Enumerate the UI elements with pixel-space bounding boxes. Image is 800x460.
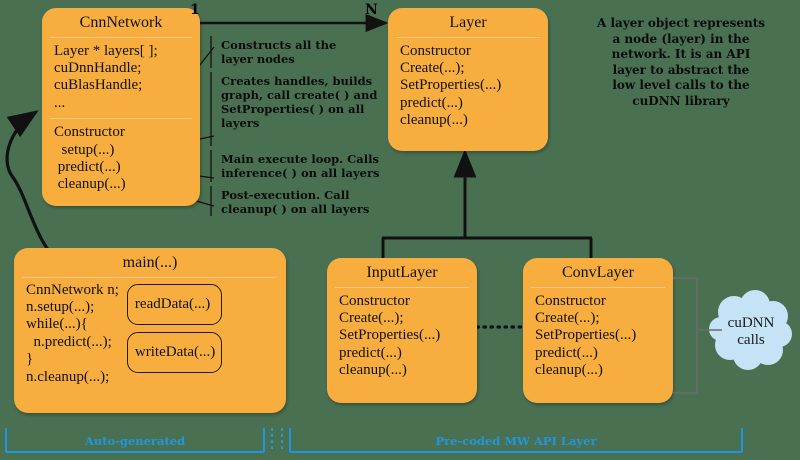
zone-label-pre-coded: Pre-coded MW API Layer [435, 434, 597, 448]
attribute-line: Layer * layers[ ]; [54, 42, 158, 59]
code-line: while(...){ [26, 316, 88, 333]
cloud-label-cudnn-calls: cuDNN calls [727, 315, 775, 348]
method-line: predict(...) [339, 344, 402, 361]
method-line: Create(...); [339, 309, 404, 326]
main-code-block: CnnNetwork n; n.setup(...); while(...){ … [26, 282, 119, 386]
method-line: Create(...); [400, 59, 465, 76]
class-methods-layer: Constructor Create(...); SetProperties(.… [388, 38, 548, 136]
class-separator [22, 276, 278, 278]
class-separator [531, 286, 665, 288]
class-box-main[interactable]: main(...) CnnNetwork n; n.setup(...); wh… [14, 248, 286, 413]
class-title-main: main(...) [122, 254, 178, 271]
class-box-cnnnetwork[interactable]: CnnNetwork Layer * layers[ ]; cuDnnHandl… [42, 8, 200, 206]
annotation-constructor: Constructs all the layer nodes [221, 38, 337, 67]
method-line: cleanup(...) [535, 362, 603, 379]
curved-edge-main-to-cnnnetwork [5, 110, 71, 274]
bracket-convlayer-to-cloud [673, 277, 722, 394]
class-separator [50, 118, 192, 120]
code-line: n.cleanup(...); [26, 368, 110, 385]
code-line: n.setup(...); [26, 298, 95, 315]
class-separator [396, 36, 540, 38]
class-separator [50, 36, 192, 38]
zone-bracket-pre-coded [281, 428, 743, 453]
cloud-shape-cudnn [709, 290, 792, 370]
method-line: setup(...) [54, 141, 115, 158]
method-line: predict(...) [400, 94, 463, 111]
class-title-inputlayer: InputLayer [366, 264, 438, 281]
annotation-cleanup: Post-execution. Call cleanup( ) on all l… [221, 188, 370, 217]
annotation-setup: Creates handles, builds graph, call crea… [221, 74, 378, 131]
method-line: predict(...) [54, 158, 121, 175]
annotation-predict: Main execute loop. Calls inference( ) on… [221, 152, 380, 181]
sub-box-readdata[interactable]: readData(...) [126, 283, 223, 325]
attribute-line: cuDnnHandle; [54, 59, 142, 76]
code-line: CnnNetwork n; [26, 281, 119, 298]
attribute-line: cuBlasHandle; [54, 77, 143, 94]
class-box-layer[interactable]: Layer Constructor Create(...); SetProper… [388, 8, 548, 151]
method-line: cleanup(...) [54, 176, 126, 193]
method-line: SetProperties(...) [339, 327, 441, 344]
class-title-convlayer: ConvLayer [562, 264, 634, 281]
method-line: SetProperties(...) [400, 77, 502, 94]
method-line: Constructor [535, 292, 606, 309]
method-line: predict(...) [535, 344, 598, 361]
class-box-convlayer[interactable]: ConvLayer Constructor Create(...); SetPr… [523, 258, 673, 403]
zone-bracket-auto-generated [5, 428, 273, 453]
method-line: cleanup(...) [400, 112, 468, 129]
class-methods-convlayer: Constructor Create(...); SetProperties(.… [523, 288, 673, 386]
method-line: Create(...); [535, 309, 600, 326]
annotation-layer-note: A layer object represents a node (layer)… [596, 16, 766, 108]
zone-label-auto-generated: Auto-generated [84, 434, 186, 448]
main-body: CnnNetwork n; n.setup(...); while(...){ … [14, 278, 286, 392]
method-line: Constructor [400, 42, 471, 59]
method-line: SetProperties(...) [535, 327, 637, 344]
class-title-layer: Layer [449, 14, 487, 31]
class-methods-inputlayer: Constructor Create(...); SetProperties(.… [327, 288, 477, 386]
class-box-inputlayer[interactable]: InputLayer Constructor Create(...); SetP… [327, 258, 477, 403]
multiplicity-source: 1 [190, 2, 200, 18]
method-line: cleanup(...) [339, 362, 407, 379]
method-line: Constructor [54, 124, 125, 141]
class-title-cnnnetwork: CnnNetwork [79, 14, 163, 31]
attribute-line: ... [54, 94, 66, 111]
code-line: } [26, 351, 34, 368]
method-line: Constructor [339, 292, 410, 309]
class-methods-cnnnetwork: Constructor setup(...) predict(...) clea… [42, 119, 200, 200]
sub-box-writedata[interactable]: writeData(...) [126, 331, 223, 374]
class-attributes-cnnnetwork: Layer * layers[ ]; cuDnnHandle; cuBlasHa… [42, 38, 200, 119]
code-line: n.predict(...); [26, 333, 112, 350]
class-separator [335, 286, 469, 288]
main-sub-boxes: readData(...) writeData(...) [126, 282, 223, 386]
